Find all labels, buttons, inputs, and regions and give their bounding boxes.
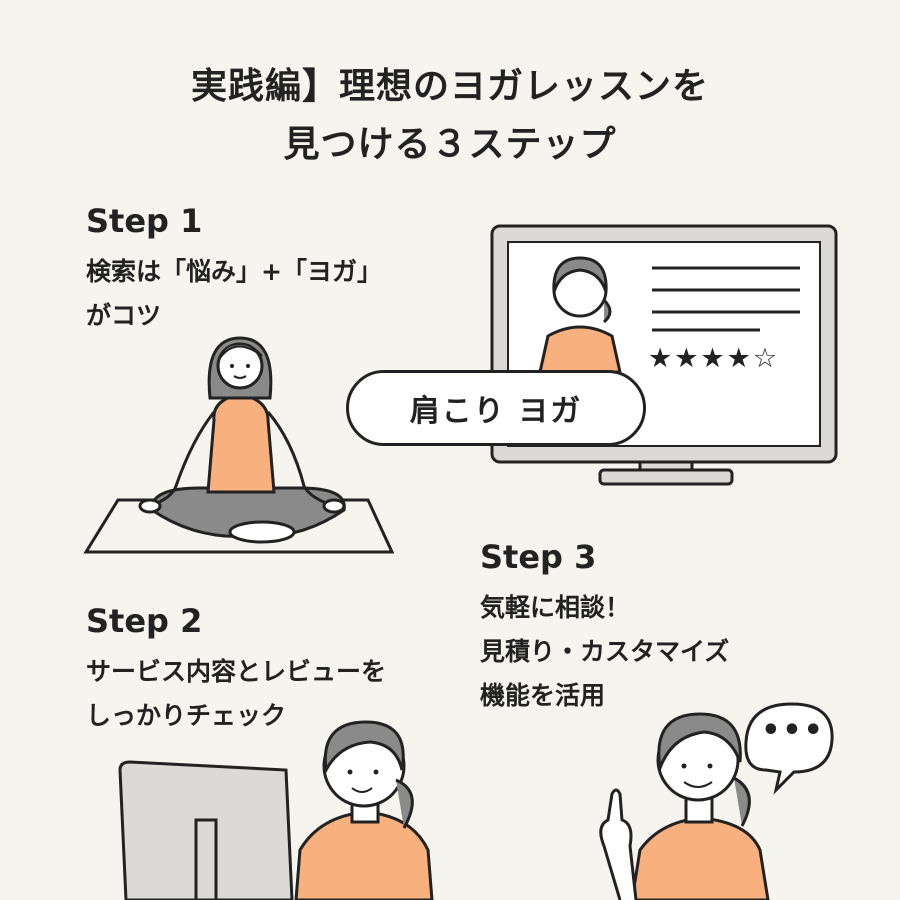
step1-description: 検索は「悩み」+「ヨガ」 がコツ [86,250,382,338]
step2-line-2: しっかりチェック [86,701,287,730]
step1-line-2: がコツ [86,301,162,330]
title-line-2: 見つける３ステップ [283,124,617,165]
rating-stars: ★★★★☆ [648,343,780,374]
search-query-text: 肩こり ヨガ [409,394,583,429]
review-woman-illustration [118,720,434,900]
step3-line-2: 見積り・カスタマイズ [480,637,730,666]
step2-description: サービス内容とレビューを しっかりチェック [86,650,386,738]
page-title: 実践編】理想のヨガレッスンを 見つける３ステップ [0,58,900,174]
yoga-woman-illustration [83,336,395,554]
step3-line-1: 気軽に相談！ [480,593,631,622]
speech-bubble-dots: ••• [761,713,825,748]
step2-label: Step 2 [86,602,203,640]
step2-line-1: サービス内容とレビューを [86,657,387,686]
step3-line-3: 機能を活用 [480,681,606,710]
step3-description: 気軽に相談！ 見積り・カスタマイズ 機能を活用 [480,586,729,718]
step1-line-1: 検索は「悩み」+「ヨガ」 [86,257,382,286]
step3-label: Step 3 [480,538,597,576]
title-line-1: 実践編】理想のヨガレッスンを [190,66,709,107]
step1-label: Step 1 [86,202,203,240]
search-query-box: 肩こり ヨガ [346,370,646,446]
consult-woman-illustration [599,702,834,900]
